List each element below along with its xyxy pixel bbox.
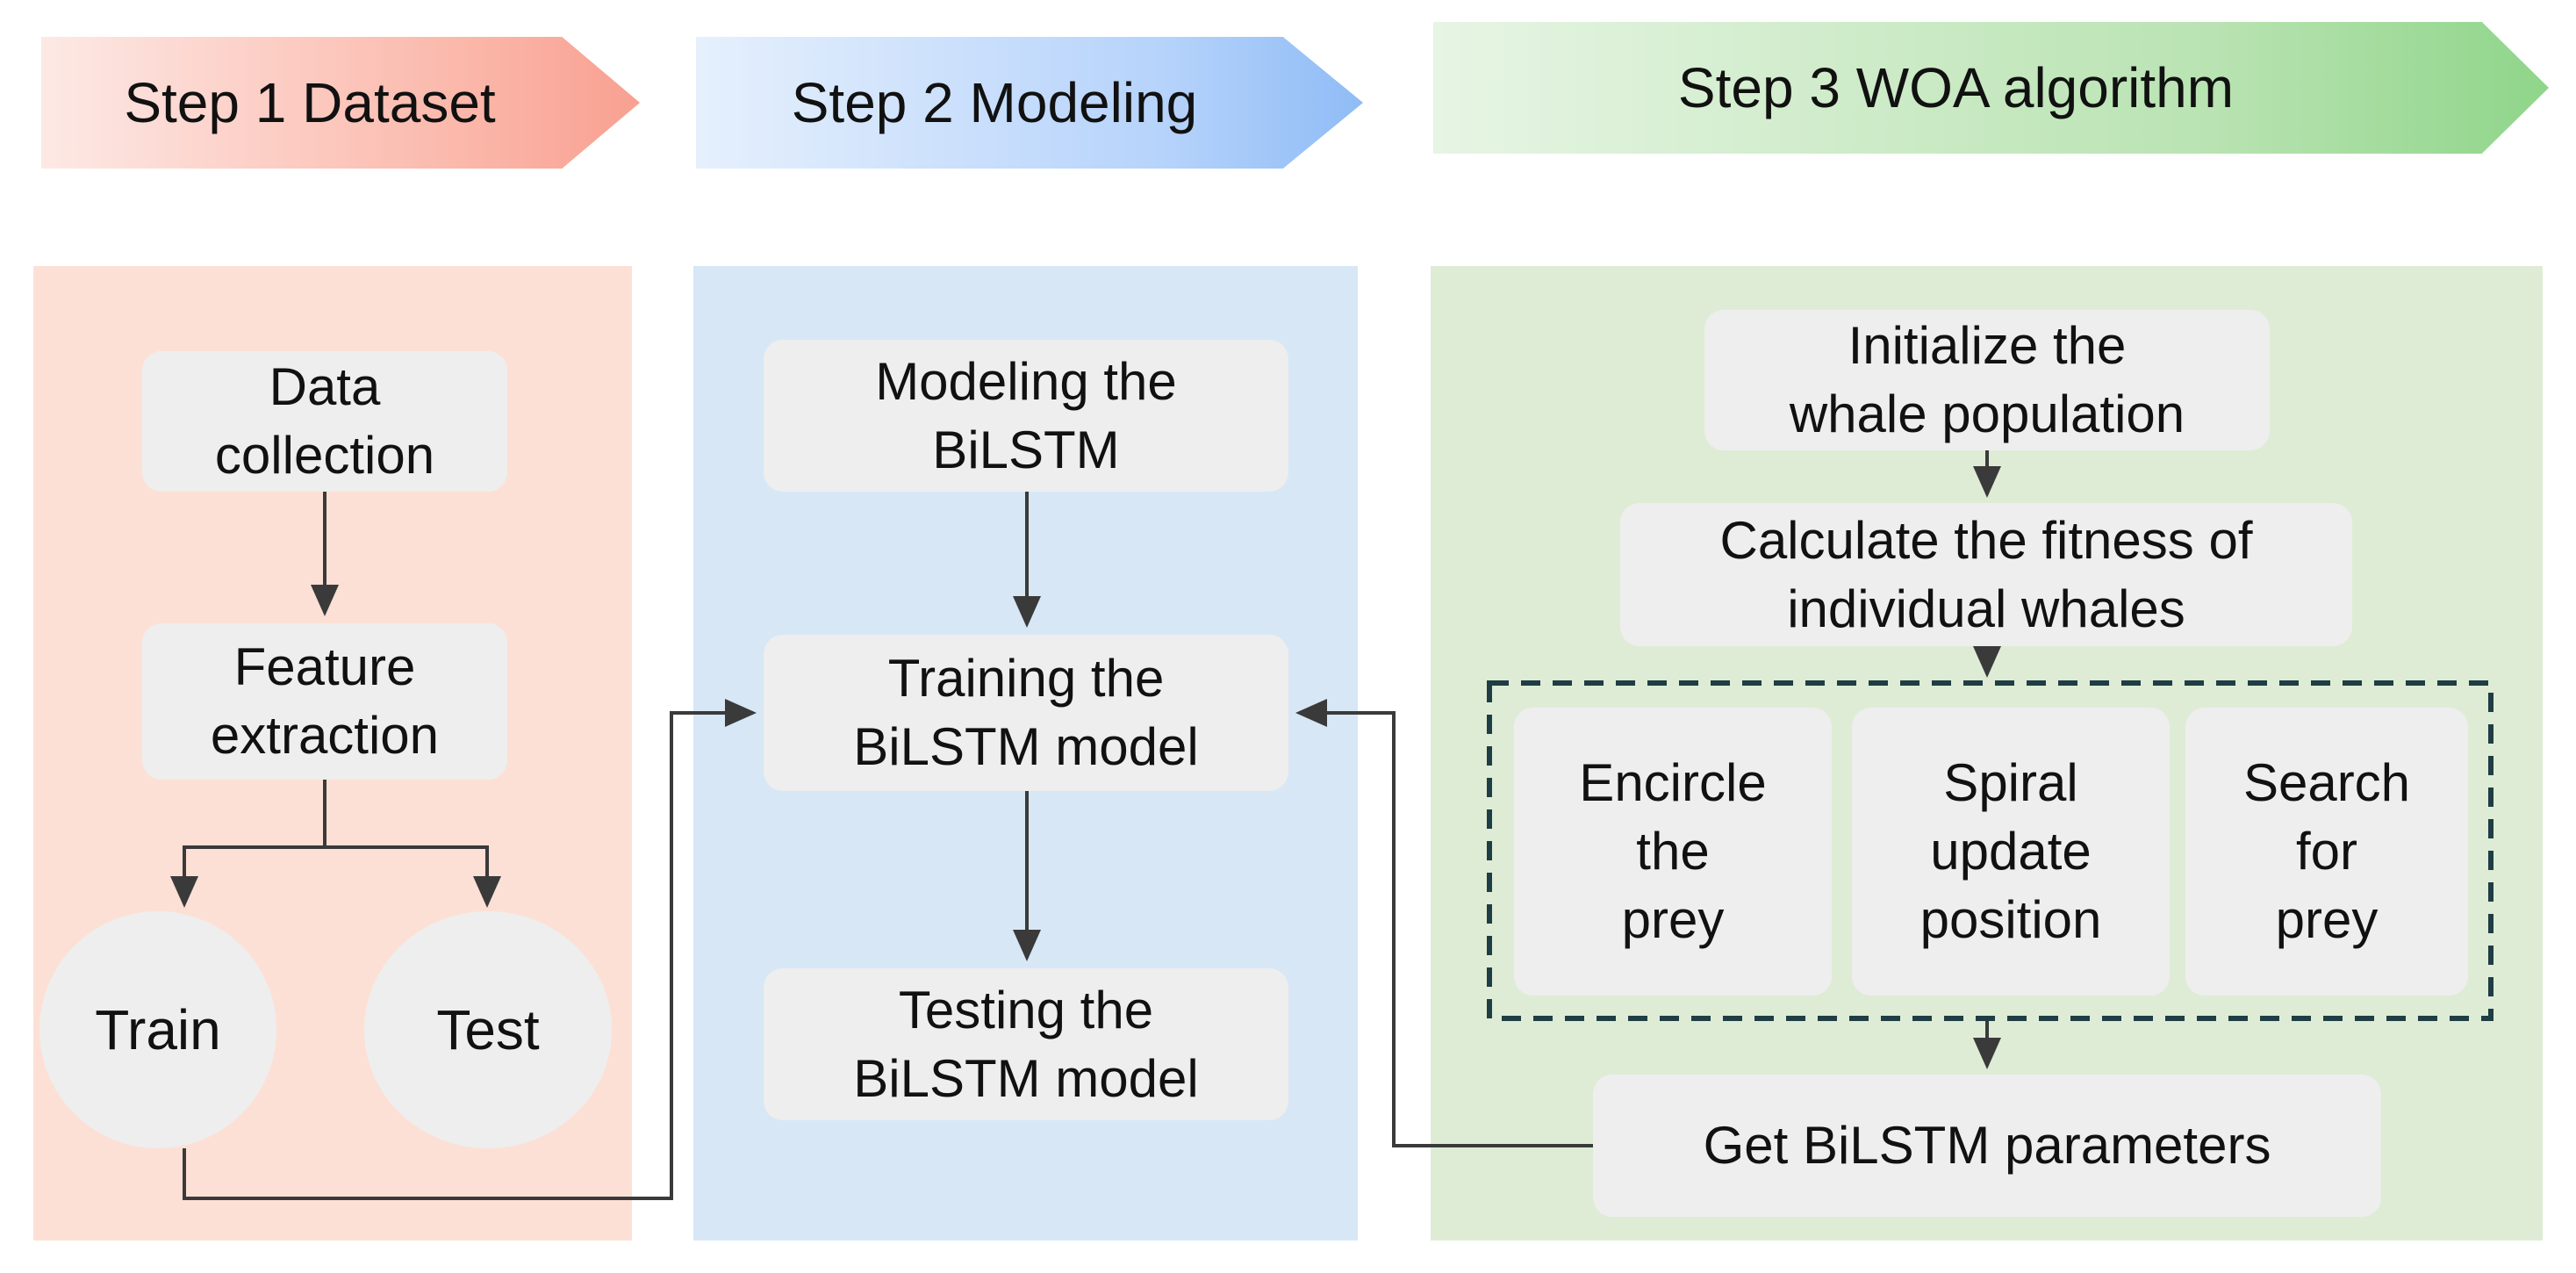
- data-collection-node: Data collection: [142, 351, 507, 492]
- spiral-line2: update: [1930, 822, 2092, 881]
- encircle-line2: the: [1636, 822, 1710, 881]
- woa-operators-dashed-box: [1487, 680, 2493, 1021]
- step2-label: Step 2 Modeling: [791, 71, 1198, 134]
- initialize-line2: whale population: [1789, 385, 2185, 443]
- get-params-label: Get BiLSTM parameters: [1703, 1116, 2271, 1175]
- test-node: Test: [364, 911, 612, 1148]
- search-line2: for: [2295, 822, 2357, 881]
- step1-header: Step 1 Dataset: [41, 37, 640, 169]
- modeling-bilstm-line1: Modeling the: [875, 351, 1177, 411]
- spiral-update-node: Spiral update position: [1852, 708, 2170, 996]
- arrow-params-to-training: [1295, 699, 1593, 1147]
- split-line: [170, 780, 326, 908]
- training-bilstm-line1: Training the: [887, 649, 1165, 708]
- initialize-line1: Initialize the: [1848, 316, 2127, 375]
- modeling-bilstm-node: Modeling the BiLSTM: [764, 340, 1288, 492]
- split-line-right: [325, 845, 501, 908]
- spiral-line1: Spiral: [1943, 753, 2078, 812]
- training-bilstm-node: Training the BiLSTM model: [764, 635, 1288, 791]
- fitness-node: Calculate the fitness of individual whal…: [1620, 503, 2352, 646]
- get-bilstm-params-node: Get BiLSTM parameters: [1593, 1075, 2381, 1217]
- modeling-bilstm-line2: BiLSTM: [932, 420, 1120, 479]
- training-bilstm-line2: BiLSTM model: [853, 717, 1199, 776]
- fitness-line2: individual whales: [1787, 579, 2185, 638]
- search-line3: prey: [2275, 890, 2379, 949]
- feature-extraction-line2: extraction: [210, 706, 440, 765]
- feature-extraction-node: Feature extraction: [142, 623, 507, 780]
- train-label: Train: [95, 998, 221, 1061]
- fitness-line1: Calculate the fitness of: [1719, 510, 2253, 570]
- testing-bilstm-line1: Testing the: [898, 980, 1154, 1039]
- encircle-line3: prey: [1621, 890, 1725, 949]
- initialize-population-node: Initialize the whale population: [1704, 310, 2270, 450]
- test-label: Test: [436, 998, 540, 1061]
- data-collection-line2: collection: [214, 426, 435, 485]
- step1-label: Step 1 Dataset: [124, 71, 496, 134]
- arrow-train-to-training: [183, 699, 757, 1200]
- train-node: Train: [39, 911, 276, 1148]
- encircle-line1: Encircle: [1579, 753, 1767, 812]
- testing-bilstm-line2: BiLSTM model: [853, 1048, 1199, 1108]
- encircle-prey-node: Encircle the prey: [1514, 708, 1832, 996]
- step2-header: Step 2 Modeling: [696, 37, 1363, 169]
- step3-label: Step 3 WOA algorithm: [1677, 56, 2235, 119]
- search-line1: Search: [2242, 753, 2411, 812]
- step3-header: Step 3 WOA algorithm: [1433, 22, 2549, 154]
- data-collection-line1: Data: [269, 357, 381, 416]
- search-prey-node: Search for prey: [2185, 708, 2468, 996]
- testing-bilstm-node: Testing the BiLSTM model: [764, 968, 1288, 1120]
- feature-extraction-line1: Feature: [233, 637, 416, 696]
- spiral-line3: position: [1919, 890, 2102, 949]
